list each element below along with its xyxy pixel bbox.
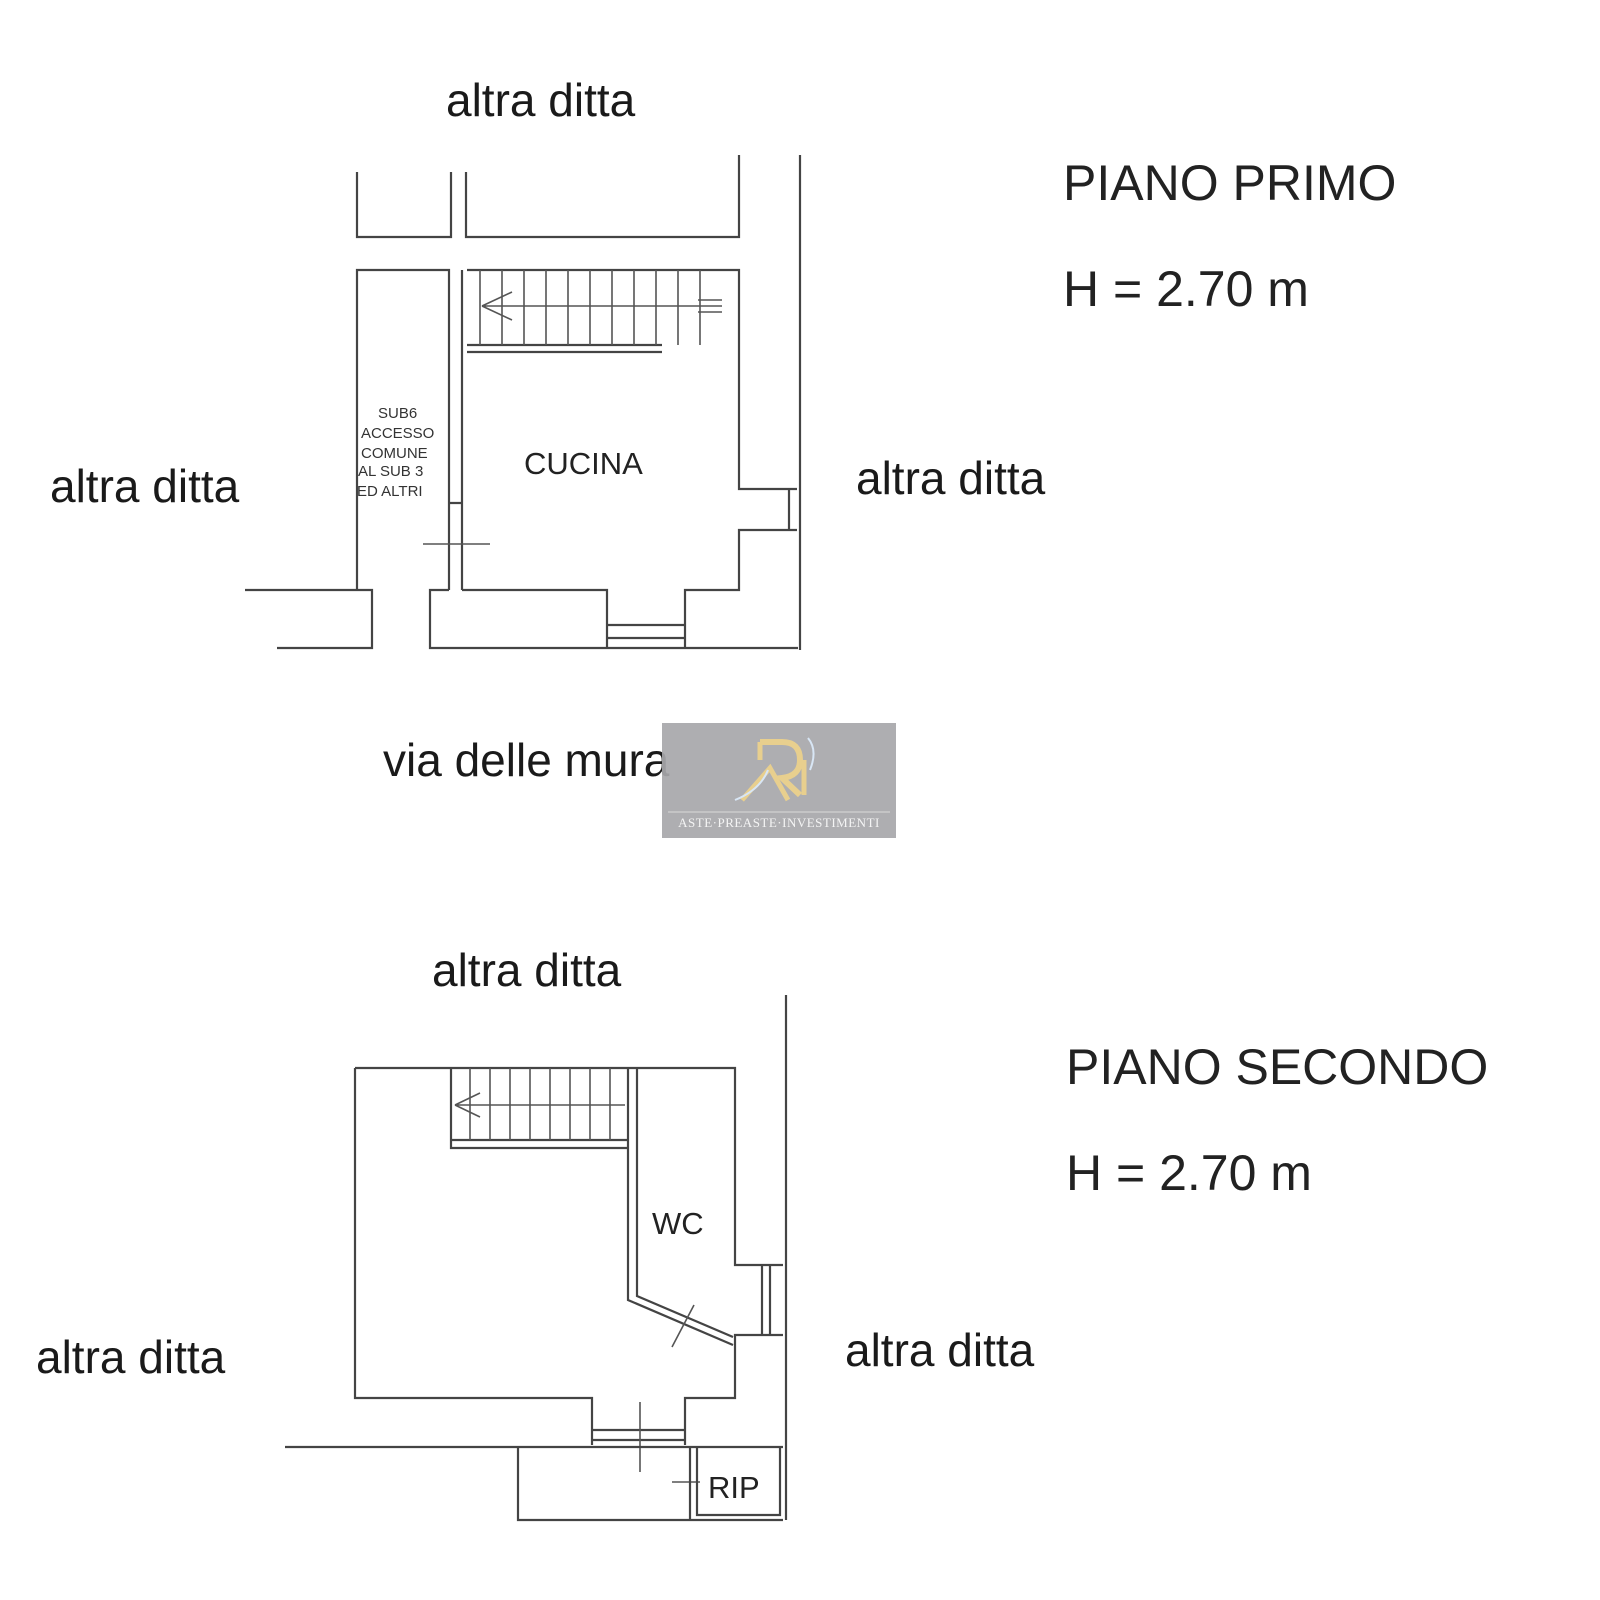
svg-text:ACCESSO: ACCESSO bbox=[361, 425, 434, 442]
svg-text:ED ALTRI: ED ALTRI bbox=[357, 483, 423, 500]
first-floor-label-right: altra ditta bbox=[856, 452, 1046, 504]
svg-text:SUB6: SUB6 bbox=[378, 405, 417, 422]
first-floor-label-left: altra ditta bbox=[50, 460, 240, 512]
room-label-storage: RIP bbox=[708, 1470, 760, 1505]
street-label: via delle mura bbox=[383, 734, 670, 786]
svg-text:AL SUB 3: AL SUB 3 bbox=[358, 463, 423, 480]
first-floor-plan bbox=[245, 155, 802, 650]
watermark-tagline: ASTE·PREASTE·INVESTIMENTI bbox=[678, 815, 880, 830]
corridor-note: SUB6 ACCESSO COMUNE AL SUB 3 ED ALTRI bbox=[357, 405, 434, 500]
second-floor-plan bbox=[285, 995, 788, 1522]
second-floor-label-right: altra ditta bbox=[845, 1324, 1035, 1376]
svg-text:COMUNE: COMUNE bbox=[361, 445, 428, 462]
room-label-wc: WC bbox=[652, 1206, 704, 1241]
watermark-logo: ASTE·PREASTE·INVESTIMENTI bbox=[662, 723, 896, 838]
first-floor-label-top: altra ditta bbox=[446, 74, 636, 126]
staircase-first-floor bbox=[479, 270, 722, 345]
second-floor-label-top: altra ditta bbox=[432, 944, 622, 996]
first-floor-height: H = 2.70 m bbox=[1063, 261, 1309, 317]
staircase-second-floor bbox=[454, 1068, 625, 1140]
room-label-kitchen: CUCINA bbox=[524, 446, 643, 481]
second-floor-height: H = 2.70 m bbox=[1066, 1145, 1312, 1201]
second-floor-title: PIANO SECONDO bbox=[1066, 1039, 1488, 1095]
first-floor-title: PIANO PRIMO bbox=[1063, 155, 1396, 211]
second-floor-label-left: altra ditta bbox=[36, 1331, 226, 1383]
